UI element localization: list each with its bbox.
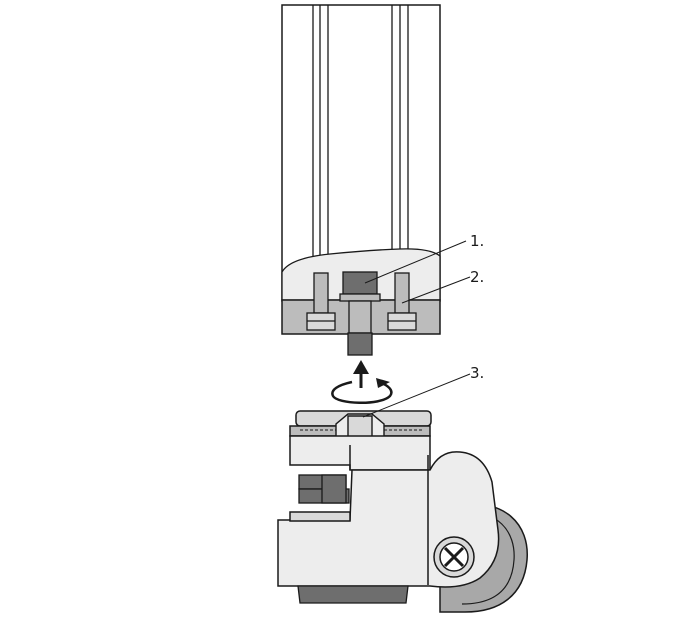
base-foot-pad — [297, 585, 409, 604]
rotation-arrow-icon — [331, 378, 393, 404]
callout-label-3: 3. — [470, 364, 484, 382]
threaded-stud — [339, 271, 381, 356]
phillips-screw-icon — [433, 536, 475, 578]
leader-2 — [401, 276, 471, 304]
leader-1 — [364, 240, 467, 284]
caster-upper-housing — [289, 435, 431, 471]
leader-3 — [362, 373, 471, 418]
right-fixing-screw — [387, 272, 417, 331]
callout-label-2: 2. — [470, 268, 484, 286]
left-fixing-screw — [306, 272, 336, 331]
height-adjust-block — [298, 474, 350, 504]
callout-label-1: 1. — [470, 232, 484, 250]
up-arrow-icon — [353, 360, 369, 388]
callout-leaders — [362, 240, 471, 418]
